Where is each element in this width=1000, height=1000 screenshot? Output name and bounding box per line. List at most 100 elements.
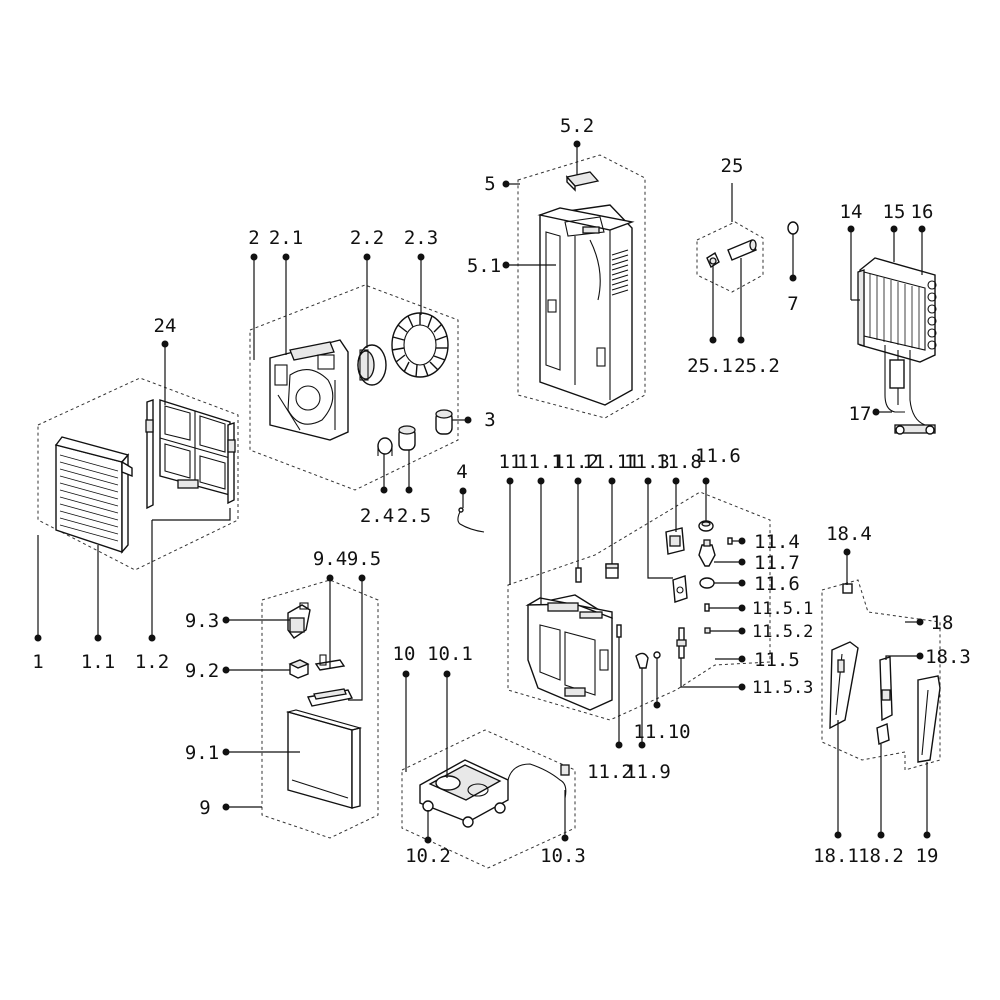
label-11-2b: 11.2 bbox=[587, 761, 633, 783]
part-fan-bracket bbox=[269, 339, 349, 441]
group-control-box bbox=[506, 477, 771, 749]
label-17: 17 bbox=[849, 403, 872, 425]
part-base-pan bbox=[419, 759, 509, 828]
part-cabinet-shell bbox=[537, 204, 635, 406]
part-fitting-11-6b bbox=[699, 577, 715, 589]
part-connector-11-2b bbox=[616, 624, 622, 638]
part-tank-body bbox=[285, 709, 363, 809]
part-fitting-11-6a bbox=[698, 520, 714, 532]
part-filter-rails bbox=[145, 399, 236, 510]
label-11-3: 11.3 bbox=[624, 451, 670, 473]
label-7: 7 bbox=[787, 293, 798, 315]
label-3: 3 bbox=[484, 409, 495, 431]
part-rod-11-5-3 bbox=[676, 627, 687, 659]
part-evaporator-coil bbox=[857, 257, 937, 363]
label-10-1: 10.1 bbox=[427, 643, 473, 665]
group-float-assembly bbox=[696, 183, 764, 344]
group-base bbox=[401, 670, 576, 869]
part-side-panel-19 bbox=[917, 675, 941, 763]
part-switch-11-3 bbox=[672, 575, 688, 603]
part-side-rail-18-1 bbox=[829, 641, 859, 730]
label-15: 15 bbox=[883, 201, 906, 223]
label-11-5-3: 11.5.3 bbox=[752, 678, 813, 698]
part-rear-bracket-18-4 bbox=[842, 583, 853, 594]
part-knob bbox=[435, 409, 472, 435]
part-pin-11-5-1 bbox=[704, 603, 710, 612]
label-11-9: 11.9 bbox=[625, 761, 671, 783]
group-side-bracket bbox=[821, 548, 941, 839]
label-18: 18 bbox=[931, 612, 954, 634]
label-16: 16 bbox=[911, 201, 934, 223]
part-plate-18-3 bbox=[879, 656, 893, 722]
label-18-4: 18.4 bbox=[826, 523, 872, 545]
label-10-2: 10.2 bbox=[405, 845, 451, 867]
part-air-filter bbox=[159, 399, 231, 496]
label-18-1: 18.1 bbox=[813, 845, 859, 867]
label-11-7: 11.7 bbox=[754, 552, 800, 574]
part-connector-11-2 bbox=[575, 567, 582, 583]
part-float-holder bbox=[706, 251, 720, 269]
label-5-1: 5.1 bbox=[467, 255, 501, 277]
label-25-2: 25.2 bbox=[734, 355, 780, 377]
label-9-5: 9.5 bbox=[347, 548, 381, 570]
part-float-tube bbox=[727, 239, 757, 261]
part-labels: 1 1.1 1.2 24 2 2.1 2.2 2.3 2.4 2.5 3 4 5… bbox=[32, 115, 971, 867]
part-power-cord bbox=[507, 763, 570, 799]
part-sensor-cable bbox=[457, 487, 485, 533]
label-2-1: 2.1 bbox=[269, 227, 303, 249]
label-9: 9 bbox=[199, 797, 210, 819]
label-25-1: 25.1 bbox=[687, 355, 733, 377]
part-valve-11-7 bbox=[698, 539, 716, 567]
label-9-1: 9.1 bbox=[185, 742, 219, 764]
label-11: 11 bbox=[499, 451, 522, 473]
label-2-4: 2.4 bbox=[360, 505, 394, 527]
label-9-2: 9.2 bbox=[185, 660, 219, 682]
label-11-4: 11.4 bbox=[754, 531, 800, 553]
group-fan-assembly bbox=[249, 253, 459, 494]
part-pin-11-4 bbox=[727, 537, 733, 545]
label-1-1: 1.1 bbox=[81, 651, 115, 673]
part-front-grille bbox=[54, 436, 133, 554]
label-25: 25 bbox=[721, 155, 744, 177]
label-5-2: 5.2 bbox=[560, 115, 594, 137]
part-float-switch bbox=[287, 602, 311, 639]
label-1-2: 1.2 bbox=[135, 651, 169, 673]
part-top-cover bbox=[565, 171, 600, 192]
part-capacitor-clip bbox=[377, 437, 393, 456]
label-9-4: 9.4 bbox=[313, 548, 347, 570]
label-14: 14 bbox=[840, 201, 863, 223]
label-11-5-1: 11.5.1 bbox=[752, 599, 813, 619]
label-10-3: 10.3 bbox=[540, 845, 586, 867]
group-water-tank bbox=[222, 574, 379, 839]
group-heat-exchanger bbox=[847, 225, 937, 435]
label-24: 24 bbox=[154, 315, 177, 337]
label-10: 10 bbox=[393, 643, 416, 665]
label-11-5-2: 11.5.2 bbox=[752, 622, 813, 642]
label-11-6a: 11.6 bbox=[695, 445, 741, 467]
label-11-2a: 11.2 bbox=[553, 451, 599, 473]
part-float bbox=[288, 659, 310, 679]
part-capacitor bbox=[398, 425, 416, 451]
part-board-11-8 bbox=[665, 527, 685, 555]
part-blower-wheel bbox=[391, 312, 449, 378]
part-compressor-pipes bbox=[884, 345, 936, 435]
label-18-3: 18.3 bbox=[925, 646, 971, 668]
label-5: 5 bbox=[484, 173, 495, 195]
group-front-panel bbox=[34, 340, 239, 642]
part-fan-motor bbox=[357, 344, 387, 386]
label-19: 19 bbox=[916, 845, 939, 867]
label-11-5: 11.5 bbox=[754, 649, 800, 671]
label-18-2: 18.2 bbox=[858, 845, 904, 867]
part-relay-11-11 bbox=[605, 563, 619, 579]
label-11-8: 11.8 bbox=[656, 451, 702, 473]
part-sensor-11-10 bbox=[653, 651, 661, 659]
label-11-10: 11.10 bbox=[633, 721, 690, 743]
label-1: 1 bbox=[32, 651, 43, 673]
label-2: 2 bbox=[248, 227, 259, 249]
label-11-11: 11.11 bbox=[582, 451, 639, 473]
part-control-housing bbox=[525, 594, 613, 711]
part-tank-lever-lower bbox=[306, 688, 354, 707]
part-elbow-11-9 bbox=[635, 652, 649, 669]
label-4: 4 bbox=[456, 461, 467, 483]
